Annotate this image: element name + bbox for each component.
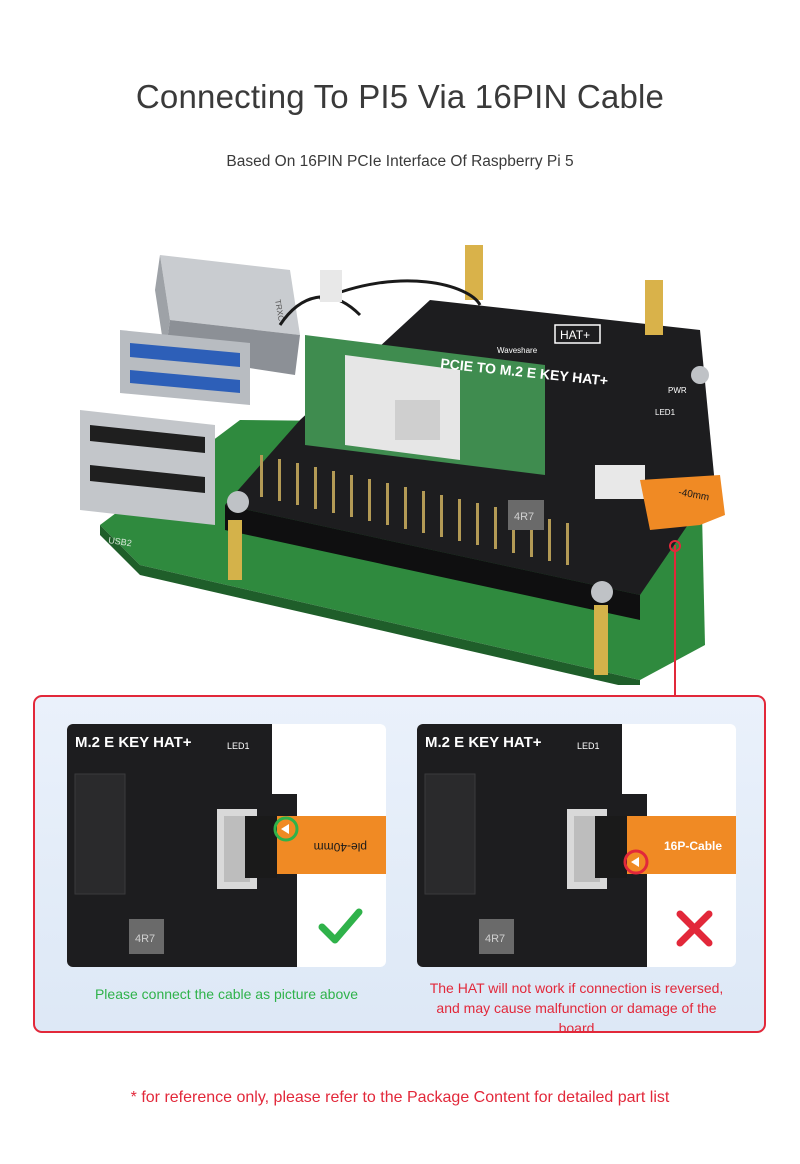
left-board-title: M.2 E KEY HAT+ — [75, 734, 192, 751]
hat-product-illustration: TRXC USB2 — [80, 245, 725, 685]
correct-connection-card: M.2 E KEY HAT+ LED1 4R7 ple-40mm — [67, 724, 386, 967]
right-board-title: M.2 E KEY HAT+ — [425, 734, 542, 751]
antennas — [278, 245, 663, 335]
ethernet-port: TRXC — [155, 255, 300, 375]
right-led-label: LED1 — [577, 741, 600, 751]
right-cable-label: 16P-Cable — [664, 839, 722, 853]
left-cable-label: ple-40mm — [314, 840, 367, 854]
correct-connection-image: M.2 E KEY HAT+ LED1 4R7 ple-40mm — [67, 724, 386, 967]
page-subtitle: Based On 16PIN PCIe Interface Of Raspber… — [226, 153, 574, 170]
reversed-caption-line-1: The HAT will not work if connection is r… — [429, 980, 724, 996]
reversed-connection-card: M.2 E KEY HAT+ LED1 4R7 16P-Cable — [417, 724, 736, 967]
reversed-connection-caption: The HAT will not work if connection is r… — [417, 978, 736, 1038]
reversed-connection-image: M.2 E KEY HAT+ LED1 4R7 16P-Cable — [417, 724, 736, 967]
hat-plus-badge: HAT+ — [560, 328, 590, 342]
correct-orientation-marker — [273, 816, 299, 842]
page-title: Connecting To PI5 Via 16PIN Cable — [135, 78, 665, 115]
pwr-label: PWR — [668, 386, 687, 395]
cable-label: -40mm — [677, 487, 710, 503]
correct-connection-caption: Please connect the cable as picture abov… — [94, 986, 359, 1002]
cross-icon — [676, 910, 713, 947]
check-icon — [318, 908, 363, 944]
left-inductor-label: 4R7 — [135, 933, 155, 945]
hero-inductor-label: 4R7 — [514, 511, 534, 523]
fpc-cable — [640, 475, 725, 530]
brand-label: Waveshare — [497, 346, 538, 355]
usb2-label: USB2 — [108, 535, 133, 548]
reference-footnote: * for reference only, please refer to th… — [130, 1089, 670, 1106]
svg-text:TRXC: TRXC — [273, 299, 286, 322]
connection-comparison-panel: M.2 E KEY HAT+ LED1 4R7 ple-40mm M.2 E K… — [33, 695, 766, 1036]
left-led-label: LED1 — [227, 741, 250, 751]
hat-board: 4R7 PCIE TO M.2 E KEY HAT+ Waveshare HAT… — [225, 300, 715, 675]
reversed-caption-line-2: and may cause malfunction or damage of t… — [436, 1000, 717, 1036]
reversed-orientation-marker — [623, 849, 649, 875]
right-inductor-label: 4R7 — [485, 933, 505, 945]
callout-line — [674, 545, 676, 695]
led-label: LED1 — [655, 408, 676, 417]
usb-ports — [80, 330, 250, 525]
